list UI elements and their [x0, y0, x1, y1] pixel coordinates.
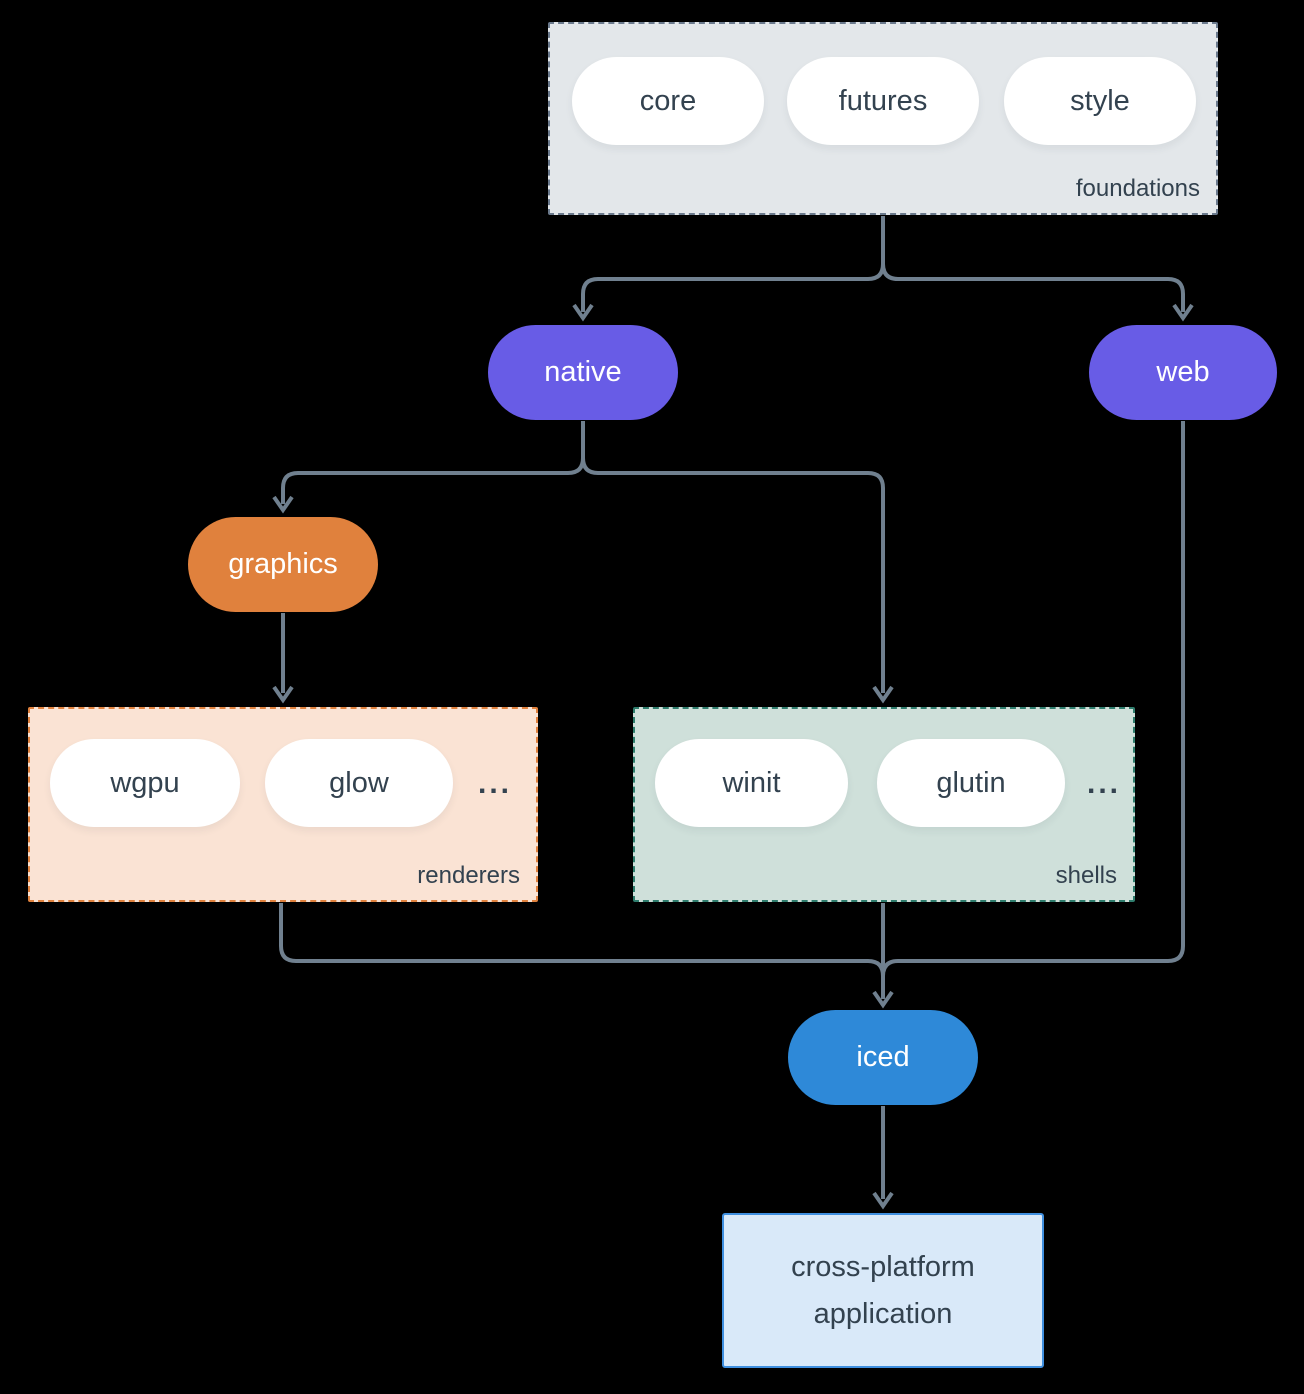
renderers-ellipsis: ... — [478, 767, 513, 800]
node-application: cross-platform application — [722, 1213, 1044, 1368]
node-style-label: style — [1070, 84, 1130, 117]
group-shells-label: shells — [1055, 862, 1117, 889]
group-shells: winit glutin ... shells — [633, 707, 1135, 902]
node-winit-label: winit — [722, 766, 781, 799]
node-web-label: web — [1156, 356, 1210, 388]
arrowhead-native — [572, 303, 594, 322]
group-renderers: wgpu glow ... renderers — [28, 707, 538, 902]
edge-native-shells — [581, 421, 885, 693]
node-core: core — [572, 57, 764, 145]
group-renderers-label: renderers — [417, 862, 520, 889]
node-wgpu-label: wgpu — [110, 766, 180, 799]
arrowhead-graphics — [272, 495, 294, 514]
shells-ellipsis: ... — [1087, 767, 1122, 800]
node-web: web — [1089, 325, 1277, 420]
group-foundations-label: foundations — [1075, 175, 1200, 202]
arrowhead-application — [872, 1191, 894, 1210]
node-native-label: native — [544, 356, 622, 388]
edge-foundations-native — [581, 216, 885, 312]
node-core-label: core — [639, 84, 697, 117]
node-style: style — [1004, 57, 1196, 145]
node-winit: winit — [655, 739, 848, 827]
edge-foundations-web — [881, 216, 1185, 312]
group-foundations: core futures style foundations — [548, 22, 1218, 215]
edge-renderers-iced — [279, 903, 885, 977]
node-graphics: graphics — [188, 517, 378, 612]
arrowhead-web — [1172, 303, 1194, 322]
node-wgpu: wgpu — [50, 739, 240, 827]
node-iced-label: iced — [856, 1041, 910, 1073]
node-glow-label: glow — [329, 766, 389, 799]
node-application-label: cross-platform application — [791, 1251, 975, 1330]
node-glutin-label: glutin — [936, 766, 1006, 799]
node-graphics-label: graphics — [228, 548, 338, 580]
node-futures-label: futures — [838, 84, 928, 117]
node-iced: iced — [788, 1010, 978, 1105]
node-futures: futures — [787, 57, 979, 145]
node-glutin: glutin — [877, 739, 1065, 827]
arrowhead-renderers — [272, 685, 294, 704]
arrowhead-iced — [872, 990, 894, 1009]
edge-native-graphics — [281, 421, 585, 504]
arrowhead-shells — [872, 685, 894, 704]
node-native: native — [488, 325, 678, 420]
node-glow: glow — [265, 739, 453, 827]
